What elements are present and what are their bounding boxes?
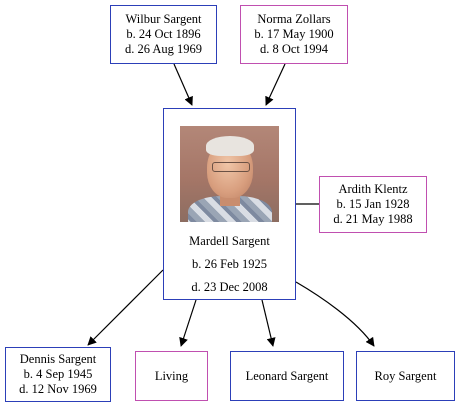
- person-name: Wilbur Sargent: [125, 12, 202, 26]
- edge-father-to-subject: [173, 63, 193, 106]
- edge-subject-to-child-3: [261, 299, 276, 347]
- person-child-1[interactable]: Dennis Sargent b. 4 Sep 1945 d. 12 Nov 1…: [5, 347, 111, 402]
- person-name: Norma Zollars: [257, 12, 331, 26]
- person-child-2[interactable]: Living: [135, 351, 208, 401]
- person-name: Leonard Sargent: [245, 368, 329, 383]
- edge-subject-to-child-2: [179, 299, 197, 347]
- death-date: d. 8 Oct 1994: [259, 42, 329, 56]
- edge-subject-to-child-1: [87, 269, 164, 346]
- death-date: d. 12 Nov 1969: [19, 382, 97, 396]
- death-date: d. 26 Aug 1969: [124, 42, 203, 56]
- person-name: Dennis Sargent: [19, 352, 97, 366]
- death-date: d. 21 May 1988: [333, 212, 413, 226]
- person-spouse[interactable]: Ardith Klentz b. 15 Jan 1928 d. 21 May 1…: [319, 176, 427, 233]
- birth-date: b. 17 May 1900: [254, 27, 334, 41]
- birth-date: b. 24 Oct 1896: [126, 27, 201, 41]
- birth-date: b. 4 Sep 1945: [23, 367, 93, 381]
- birth-date: b. 26 Feb 1925: [192, 257, 267, 271]
- person-subject[interactable]: Mardell Sargent b. 26 Feb 1925 d. 23 Dec…: [163, 108, 296, 300]
- death-date: d. 23 Dec 2008: [191, 280, 268, 294]
- person-child-3[interactable]: Leonard Sargent: [230, 351, 344, 401]
- edge-mother-to-subject: [265, 63, 286, 106]
- person-name: Living: [154, 368, 189, 383]
- person-name: Mardell Sargent: [189, 234, 270, 248]
- edge-subject-to-child-4: [295, 281, 375, 347]
- person-name: Ardith Klentz: [338, 182, 408, 196]
- person-father[interactable]: Wilbur Sargent b. 24 Oct 1896 d. 26 Aug …: [110, 5, 217, 64]
- person-name: Roy Sargent: [374, 368, 437, 383]
- person-mother[interactable]: Norma Zollars b. 17 May 1900 d. 8 Oct 19…: [240, 5, 348, 64]
- birth-date: b. 15 Jan 1928: [336, 197, 410, 211]
- portrait-photo: [180, 126, 279, 222]
- person-child-4[interactable]: Roy Sargent: [356, 351, 455, 401]
